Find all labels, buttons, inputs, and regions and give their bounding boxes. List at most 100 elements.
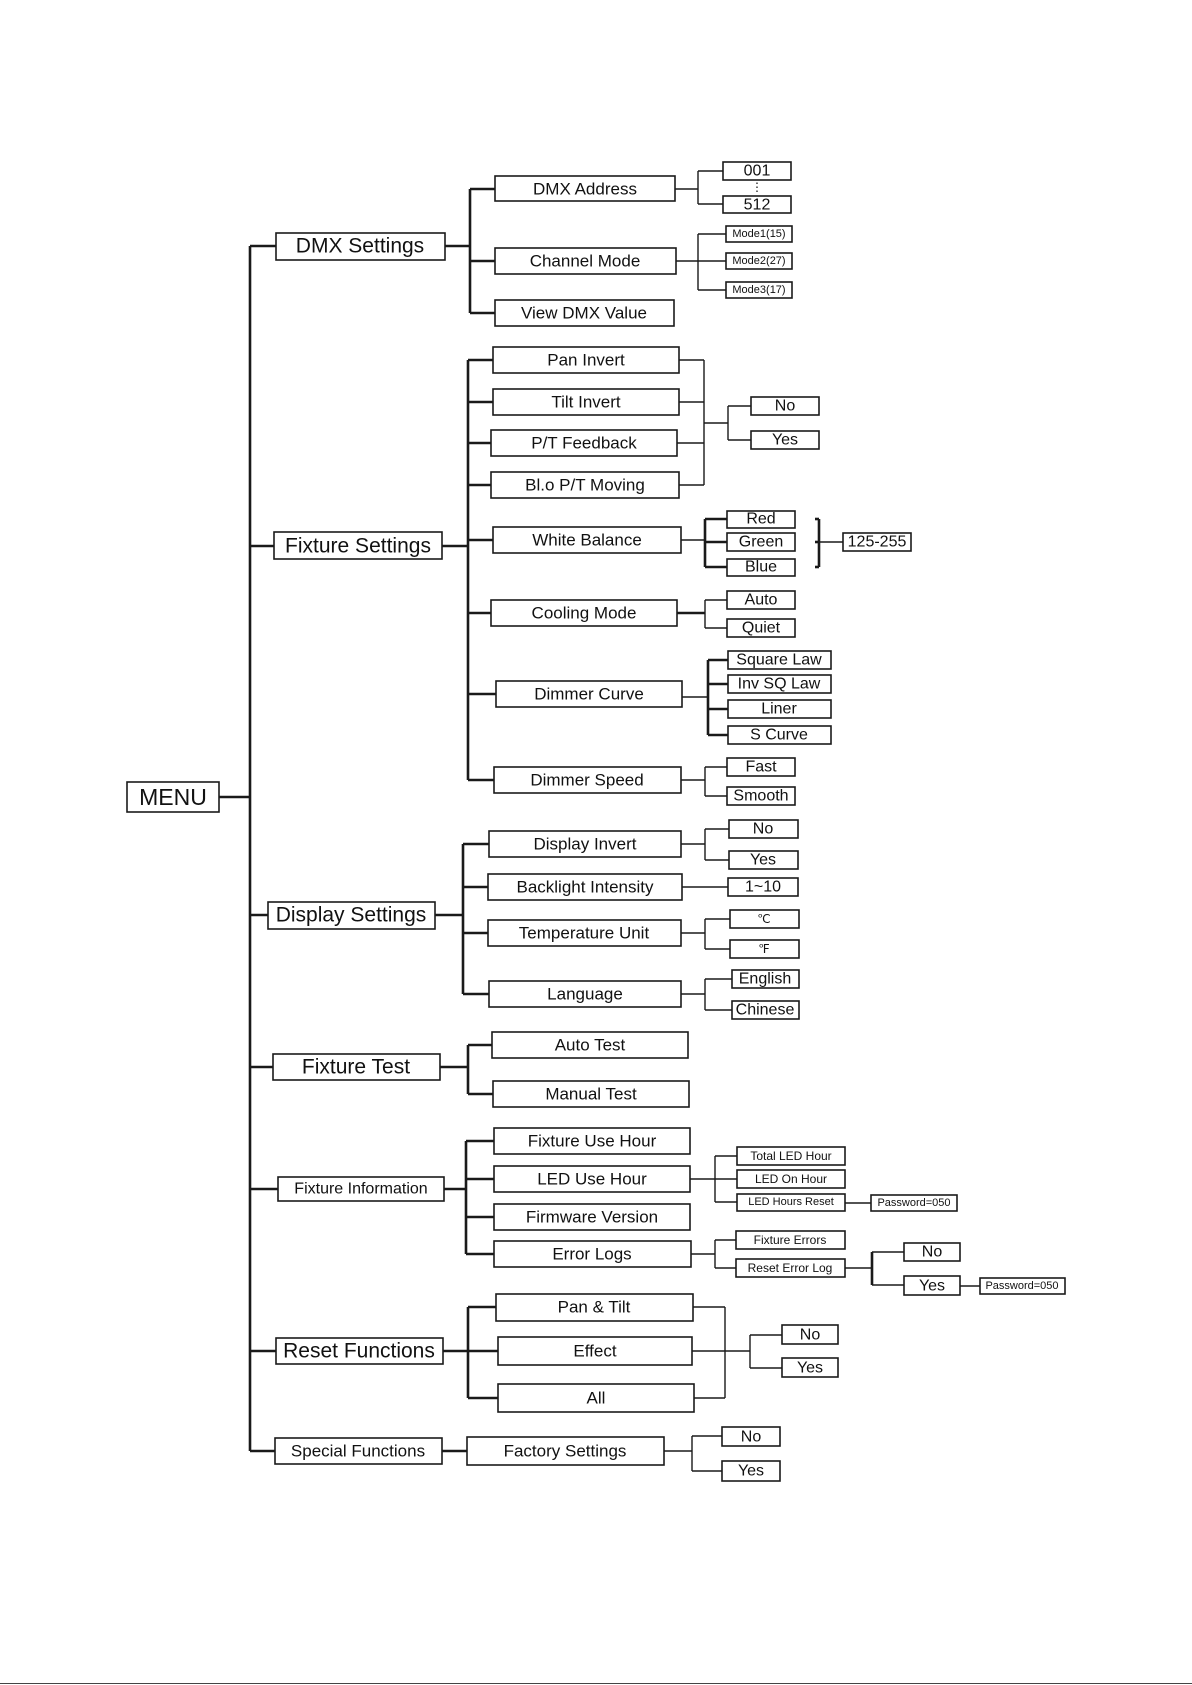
led-use-hour-option: Total LED Hour bbox=[736, 1146, 846, 1166]
firmware-version-label: Firmware Version bbox=[526, 1208, 658, 1227]
reset-item-node: Effect bbox=[497, 1336, 693, 1366]
dmx-address-min-value: 001 bbox=[744, 163, 771, 180]
reset-option-label: Yes bbox=[797, 1360, 823, 1377]
dimmer-curve-option: S Curve bbox=[727, 725, 832, 745]
fixture-test-node: Fixture Test bbox=[272, 1053, 441, 1081]
tilt-invert-node: Tilt Invert bbox=[492, 388, 680, 416]
channel-mode-option: Mode1(15) bbox=[725, 225, 793, 243]
manual-test-node: Manual Test bbox=[492, 1080, 690, 1108]
temperature-unit-node: Temperature Unit bbox=[487, 919, 682, 947]
reset-item-label: Pan & Tilt bbox=[558, 1298, 631, 1317]
fixture-settings-label: Fixture Settings bbox=[285, 535, 431, 558]
led-use-hour-option-label: Total LED Hour bbox=[750, 1149, 831, 1163]
reset-functions-label: Reset Functions bbox=[283, 1340, 435, 1363]
display-invert-label: Display Invert bbox=[534, 835, 637, 854]
menu-root-label: MENU bbox=[139, 784, 207, 810]
factory-settings-option-label: Yes bbox=[738, 1463, 764, 1480]
pt-feedback-node: P/T Feedback bbox=[490, 429, 678, 457]
channel-mode-label: Channel Mode bbox=[530, 252, 641, 271]
language-node: Language bbox=[488, 980, 682, 1008]
temperature-unit-option-label: ℉ bbox=[758, 942, 769, 956]
reset-error-log-node: Reset Error Log bbox=[735, 1258, 846, 1278]
dmx-address-min-node: 001 bbox=[722, 161, 792, 181]
page-bottom-rule bbox=[0, 1683, 1192, 1684]
white-balance-option: Red bbox=[726, 510, 796, 529]
dimmer-curve-label: Dimmer Curve bbox=[534, 685, 644, 704]
white-balance-range-node: 125-255 bbox=[842, 532, 912, 552]
blo-pt-moving-label: Bl.o P/T Moving bbox=[525, 476, 645, 495]
display-invert-option: Yes bbox=[728, 850, 799, 870]
auto-test-node: Auto Test bbox=[491, 1031, 689, 1059]
reset-error-log-option: Yes bbox=[903, 1275, 961, 1296]
cooling-mode-option-label: Quiet bbox=[742, 620, 781, 637]
blo-pt-moving-node: Bl.o P/T Moving bbox=[490, 471, 680, 499]
dimmer-speed-option-label: Smooth bbox=[733, 788, 788, 805]
factory-settings-node: Factory Settings bbox=[466, 1436, 665, 1466]
white-balance-option: Blue bbox=[726, 558, 796, 577]
channel-mode-option: Mode2(27) bbox=[725, 252, 793, 270]
backlight-intensity-label: Backlight Intensity bbox=[516, 878, 654, 897]
led-use-hour-node: LED Use Hour bbox=[493, 1165, 691, 1193]
display-invert-option-label: No bbox=[753, 821, 774, 838]
dmx-address-node: DMX Address bbox=[494, 175, 676, 202]
channel-mode-option-label: Mode2(27) bbox=[732, 255, 785, 267]
fixture-errors-label: Fixture Errors bbox=[754, 1233, 827, 1247]
cooling-mode-option-label: Auto bbox=[745, 592, 778, 609]
view-dmx-value-node: View DMX Value bbox=[494, 299, 675, 327]
fixture-information-label: Fixture Information bbox=[294, 1181, 427, 1198]
dimmer-curve-node: Dimmer Curve bbox=[495, 680, 683, 708]
factory-settings-option-label: No bbox=[741, 1429, 762, 1446]
dimmer-curve-option-label: Liner bbox=[761, 701, 797, 718]
dimmer-speed-node: Dimmer Speed bbox=[493, 766, 682, 794]
reset-item-label: Effect bbox=[573, 1342, 616, 1361]
error-logs-node: Error Logs bbox=[493, 1240, 692, 1268]
temperature-unit-option: ℃ bbox=[729, 909, 800, 929]
display-invert-node: Display Invert bbox=[488, 830, 682, 858]
white-balance-label: White Balance bbox=[532, 531, 642, 550]
reset-error-log-password-node: Password=050 bbox=[979, 1277, 1066, 1295]
invert-yes-option: Yes bbox=[750, 430, 820, 450]
dmx-settings-node: DMX Settings bbox=[275, 232, 446, 261]
backlight-intensity-node: Backlight Intensity bbox=[487, 873, 683, 901]
led-hours-reset-password-node: Password=050 bbox=[870, 1194, 958, 1212]
dimmer-curve-option-label: Inv SQ Law bbox=[738, 676, 821, 693]
reset-error-log-option-label: Yes bbox=[919, 1278, 945, 1295]
cooling-mode-option: Auto bbox=[726, 590, 796, 610]
dimmer-curve-option-label: Square Law bbox=[736, 652, 822, 669]
display-invert-option: No bbox=[728, 819, 799, 839]
fixture-errors-node: Fixture Errors bbox=[735, 1230, 846, 1250]
white-balance-option: Green bbox=[726, 532, 796, 552]
fixture-information-node: Fixture Information bbox=[277, 1176, 445, 1202]
factory-settings-option: No bbox=[721, 1426, 781, 1447]
white-balance-option-label: Green bbox=[739, 534, 783, 551]
dimmer-speed-option: Fast bbox=[726, 757, 796, 777]
reset-error-log-password-label: Password=050 bbox=[985, 1280, 1058, 1292]
invert-no-label: No bbox=[775, 398, 796, 415]
dimmer-curve-option: Square Law bbox=[727, 650, 832, 670]
view-dmx-value-label: View DMX Value bbox=[521, 304, 647, 323]
channel-mode-option-label: Mode3(17) bbox=[732, 284, 785, 296]
cooling-mode-option: Quiet bbox=[726, 618, 796, 638]
special-functions-node: Special Functions bbox=[274, 1437, 443, 1465]
white-balance-node: White Balance bbox=[492, 526, 682, 554]
reset-item-node: Pan & Tilt bbox=[495, 1293, 694, 1322]
led-use-hour-label: LED Use Hour bbox=[537, 1170, 647, 1189]
channel-mode-option: Mode3(17) bbox=[725, 281, 793, 299]
language-option-label: Chinese bbox=[736, 1002, 795, 1019]
fixture-use-hour-node: Fixture Use Hour bbox=[493, 1127, 691, 1155]
pt-feedback-label: P/T Feedback bbox=[531, 434, 637, 453]
led-use-hour-option: LED On Hour bbox=[736, 1169, 846, 1189]
dmx-address-label: DMX Address bbox=[533, 180, 637, 199]
dimmer-speed-option-label: Fast bbox=[745, 759, 777, 776]
factory-settings-label: Factory Settings bbox=[504, 1442, 627, 1461]
backlight-range-node: 1~10 bbox=[727, 877, 799, 897]
error-logs-label: Error Logs bbox=[552, 1245, 631, 1264]
reset-error-log-option: No bbox=[903, 1242, 961, 1262]
reset-item-node: All bbox=[497, 1383, 695, 1413]
temperature-unit-label: Temperature Unit bbox=[519, 924, 650, 943]
connector-lines bbox=[219, 170, 980, 1472]
white-balance-option-label: Blue bbox=[745, 559, 777, 576]
fixture-use-hour-label: Fixture Use Hour bbox=[528, 1132, 657, 1151]
factory-settings-option: Yes bbox=[721, 1460, 781, 1482]
